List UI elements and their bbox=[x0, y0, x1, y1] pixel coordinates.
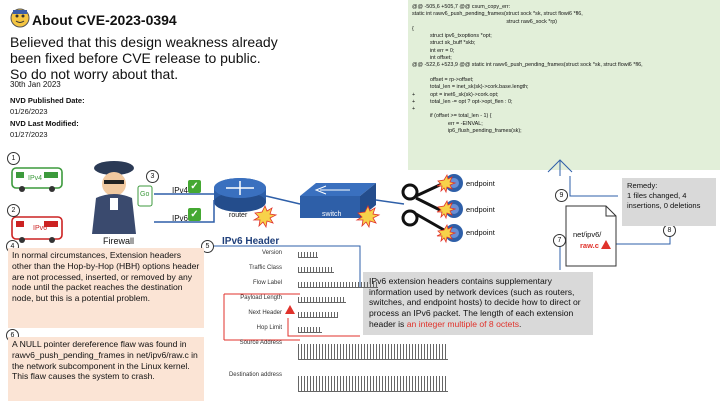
published-date: 01/26/2023 bbox=[10, 107, 48, 116]
code-line: @@ -522,6 +523,9 @@ static int rawv6_pus… bbox=[412, 62, 643, 69]
step-2-marker: 2 bbox=[7, 204, 20, 217]
router-icon bbox=[214, 178, 266, 212]
router-label: router bbox=[229, 212, 248, 219]
endpoint-label-2: endpoint bbox=[466, 205, 495, 214]
header-field-bits bbox=[298, 376, 448, 392]
switch-label: switch bbox=[322, 211, 342, 218]
code-line: + bbox=[412, 106, 416, 113]
modified-date: 01/27/2023 bbox=[10, 130, 48, 139]
file-name-label: raw.c bbox=[580, 241, 599, 250]
grey-end: . bbox=[519, 318, 522, 329]
code-line: + opt = inet6_sk(sk)->cork.opt; bbox=[412, 91, 499, 98]
firewall-guard-icon bbox=[92, 161, 153, 234]
code-line: @@ -505,6 +505,7 @@ csum_copy_err: bbox=[412, 4, 511, 10]
published-label: NVD Published Date: bbox=[10, 96, 85, 105]
bus-ipv4-icon bbox=[11, 167, 63, 192]
scissors-icon bbox=[401, 181, 445, 232]
step-3-marker: 3 bbox=[146, 170, 159, 183]
code-line: struct raw6_sock *rp) bbox=[412, 18, 557, 25]
header-field-bits bbox=[298, 267, 334, 273]
ipv6-extension-info: IPv6 extension headers contains suppleme… bbox=[363, 272, 593, 335]
grey-red-text: an integer multiple of 8 octets bbox=[406, 318, 520, 329]
header-field-label: Traffic Class bbox=[248, 265, 282, 271]
bus-ipv6-icon bbox=[11, 216, 63, 243]
file-path-label: net/ipv6/ bbox=[573, 230, 602, 239]
code-line: struct ipv6_txoptions *opt; bbox=[412, 33, 492, 40]
header-field-bits bbox=[298, 297, 346, 303]
header-field-label: Next Header bbox=[248, 310, 282, 316]
endpoint-label-3: endpoint bbox=[466, 228, 495, 237]
header-field-bits bbox=[298, 344, 448, 360]
code-line: offset = rp->offset; bbox=[412, 76, 474, 83]
code-line: + total_len -= opt ? opt->opt_flen : 0; bbox=[412, 98, 513, 105]
firewall-label: Firewall bbox=[103, 236, 135, 246]
explosion-icons bbox=[252, 173, 457, 244]
endpoint-label-1: endpoint bbox=[466, 179, 495, 188]
code-line: static int rawv6_push_pending_frames(str… bbox=[412, 11, 583, 18]
step-5-marker: 5 bbox=[201, 240, 214, 253]
header-field-label: Payload Length bbox=[240, 295, 282, 301]
header-field-bits bbox=[298, 327, 322, 333]
box-6-null-pointer: A NULL pointer dereference flaw was foun… bbox=[8, 337, 204, 401]
remedy-text: 1 files changed, 4 insertions, 0 deletio… bbox=[627, 191, 701, 210]
code-line: struct sk_buff *skb; bbox=[412, 40, 476, 47]
code-diff: @@ -505,6 +505,7 @@ csum_copy_err:static… bbox=[408, 0, 720, 170]
header-field-label: Version bbox=[261, 250, 282, 256]
header-field-bits bbox=[298, 282, 378, 288]
ipv6-label: IPv6 bbox=[172, 214, 189, 223]
belief-text: Believed that this design weakness alrea… bbox=[10, 34, 278, 82]
code-line: int offset; bbox=[412, 55, 452, 62]
header-field-label: Flow Label bbox=[252, 280, 282, 286]
ipv4-bus-label: IPv4 bbox=[28, 175, 43, 182]
code-line: err = -EINVAL; bbox=[412, 120, 483, 127]
ipv4-check-icon: ✓ bbox=[188, 180, 201, 193]
header-field-label: Destination address bbox=[228, 372, 282, 378]
remedy-box: Remedy: 1 files changed, 4 insertions, 0… bbox=[622, 178, 716, 226]
step-1-marker: 1 bbox=[7, 152, 20, 165]
modified-label: NVD Last Modified: bbox=[10, 119, 79, 128]
code-line: total_len = inet_sk(sk)->cork.base.lengt… bbox=[412, 84, 529, 91]
header-field-bits bbox=[298, 252, 318, 258]
ipv6-check-icon: ✓ bbox=[188, 208, 201, 221]
go-label: Go bbox=[140, 191, 150, 198]
ipv6-bus-label: IPv6 bbox=[33, 225, 48, 232]
step-9-marker: 9 bbox=[555, 189, 568, 202]
code-line: ip6_flush_pending_frames(sk); bbox=[412, 128, 522, 135]
header-field-label: Hop Limit bbox=[256, 325, 282, 331]
file-icon bbox=[565, 205, 617, 267]
code-line: { bbox=[412, 25, 414, 32]
ipv4-label: IPv4 bbox=[172, 186, 189, 195]
grey-text: IPv6 extension headers contains suppleme… bbox=[369, 276, 581, 329]
header-field-bits bbox=[298, 312, 338, 318]
ipv6-header-title: IPv6 Header bbox=[222, 236, 280, 247]
box-4-extension-headers: In normal circumstances, Extension heade… bbox=[8, 248, 204, 328]
remedy-title: Remedy: bbox=[627, 181, 658, 190]
switch-icon bbox=[300, 183, 376, 218]
date: 30th Jan 2023 bbox=[10, 80, 61, 89]
header-field-label: Source Address bbox=[239, 340, 282, 346]
step-7-marker: 7 bbox=[553, 234, 566, 247]
code-line: if (offset >= total_len - 1) { bbox=[412, 113, 492, 120]
logo-icon bbox=[10, 8, 30, 28]
nvd-info: NVD Published Date: 01/26/2023 NVD Last … bbox=[10, 96, 85, 139]
code-line: int err = 0; bbox=[412, 47, 455, 54]
page-title: About CVE-2023-0394 bbox=[32, 12, 177, 28]
